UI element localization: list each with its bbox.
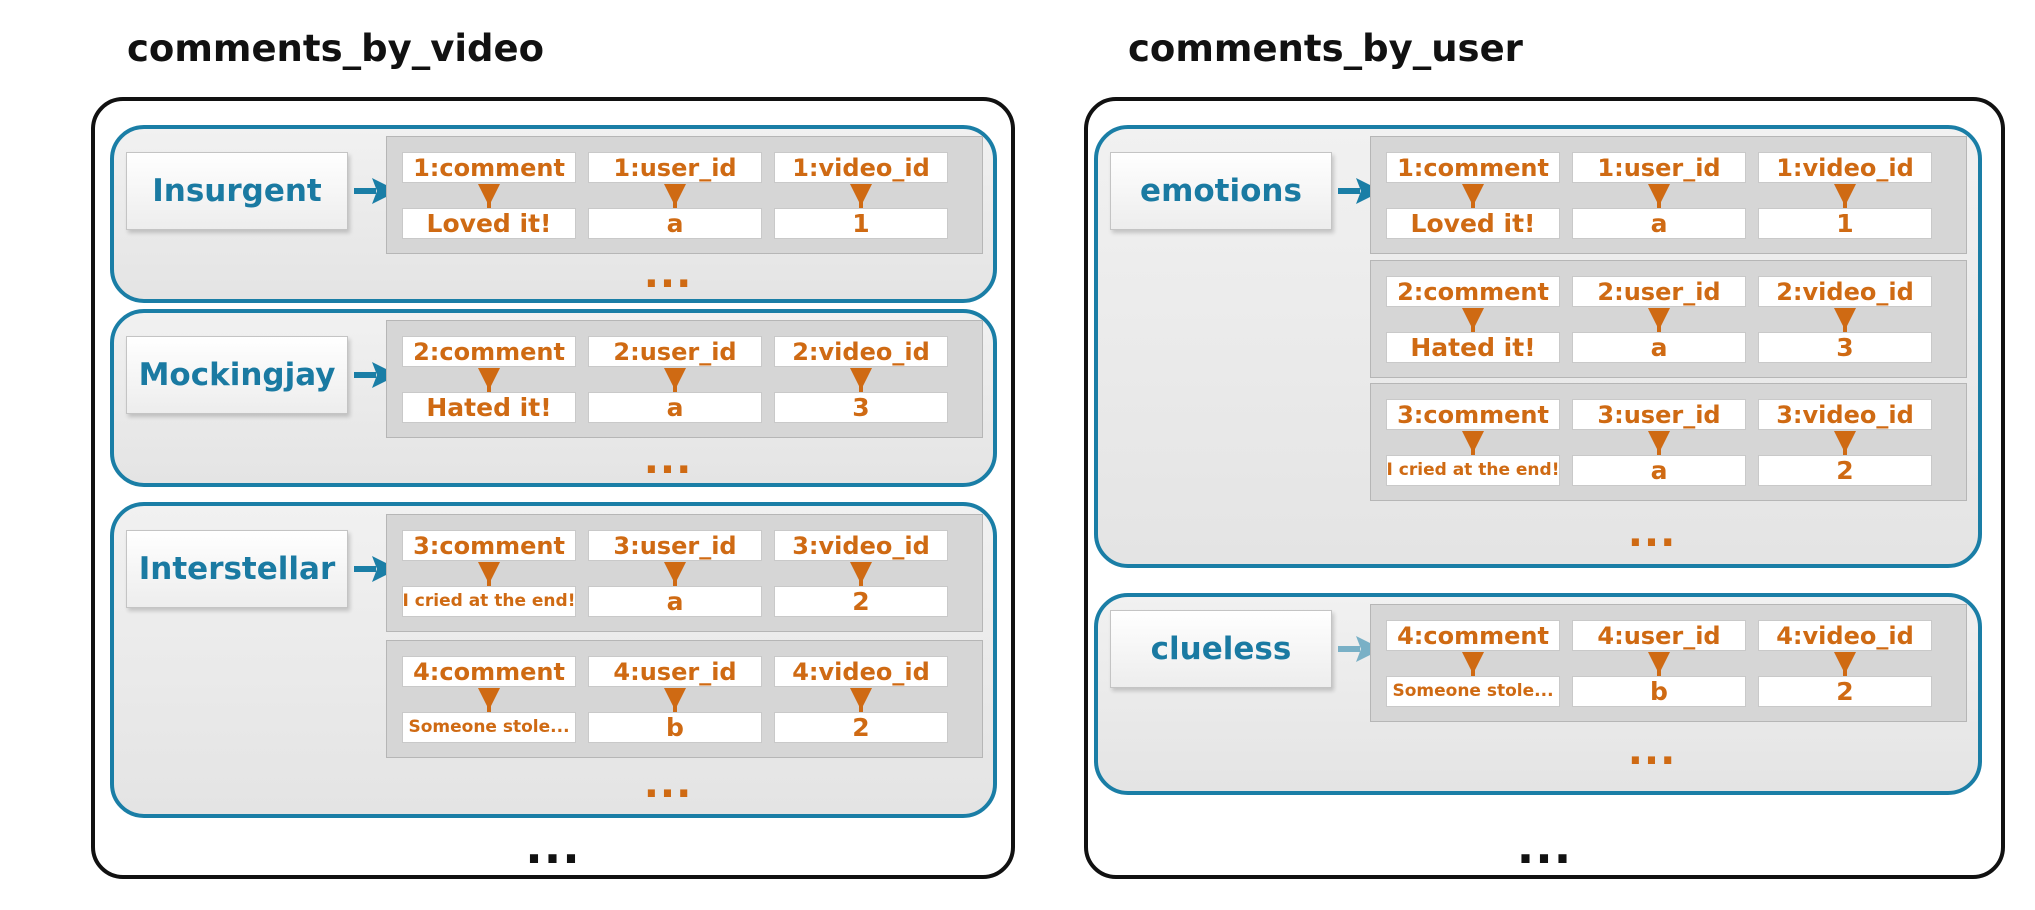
arrow-down-icon: [478, 562, 500, 592]
column-name-cell: 3:video_id: [1758, 399, 1932, 430]
column-value-cell: a: [588, 586, 762, 617]
panel-title: comments_by_video: [127, 27, 545, 70]
arrow-down-icon: [664, 184, 686, 214]
column-value-cell: 3: [1758, 332, 1932, 363]
arrow-down-icon: [1462, 652, 1484, 682]
column-name-cell: 1:user_id: [588, 152, 762, 183]
partition-key: Mockingjay: [126, 336, 348, 414]
column-value-cell: I cried at the end!: [402, 586, 576, 617]
arrow-down-icon: [1834, 308, 1856, 338]
column-name-cell: 3:comment: [1386, 399, 1560, 430]
column-value-cell: 1: [1758, 208, 1932, 239]
arrow-down-icon: [478, 368, 500, 398]
column-value-cell: 2: [774, 712, 948, 743]
column-name-cell: 3:comment: [402, 530, 576, 561]
column-value-cell: a: [588, 208, 762, 239]
column-name-cell: 2:comment: [1386, 276, 1560, 307]
arrow-down-icon: [478, 184, 500, 214]
more-partitions-ellipsis: ...: [1516, 820, 1573, 874]
arrow-right-icon: [354, 176, 398, 210]
more-rows-ellipsis: ...: [643, 251, 693, 297]
more-partitions-ellipsis: ...: [525, 820, 581, 874]
column-value-cell: I cried at the end!: [1386, 455, 1560, 486]
arrow-down-icon: [1462, 184, 1484, 214]
arrow-down-icon: [1834, 431, 1856, 461]
column-value-cell: b: [1572, 676, 1746, 707]
more-rows-ellipsis: ...: [643, 437, 693, 483]
column-value-cell: 3: [774, 392, 948, 423]
column-name-cell: 2:user_id: [588, 336, 762, 367]
column-value-cell: 2: [774, 586, 948, 617]
partition-key: Interstellar: [126, 530, 348, 608]
arrow-down-icon: [1648, 184, 1670, 214]
column-name-cell: 3:video_id: [774, 530, 948, 561]
column-value-cell: Hated it!: [402, 392, 576, 423]
column-name-cell: 2:comment: [402, 336, 576, 367]
partition-key: emotions: [1110, 152, 1332, 230]
column-name-cell: 1:user_id: [1572, 152, 1746, 183]
arrow-down-icon: [1648, 652, 1670, 682]
column-value-cell: a: [588, 392, 762, 423]
arrow-down-icon: [850, 184, 872, 214]
column-value-cell: 2: [1758, 455, 1932, 486]
arrow-down-icon: [1462, 308, 1484, 338]
column-value-cell: b: [588, 712, 762, 743]
column-name-cell: 1:comment: [1386, 152, 1560, 183]
column-name-cell: 1:video_id: [1758, 152, 1932, 183]
column-name-cell: 3:user_id: [1572, 399, 1746, 430]
column-name-cell: 4:video_id: [774, 656, 948, 687]
column-name-cell: 2:user_id: [1572, 276, 1746, 307]
arrow-right-icon: [1338, 176, 1382, 210]
partition-key: clueless: [1110, 610, 1332, 688]
arrow-down-icon: [1834, 184, 1856, 214]
column-name-cell: 2:video_id: [774, 336, 948, 367]
column-value-cell: Someone stole...: [402, 712, 576, 743]
arrow-down-icon: [664, 688, 686, 718]
arrow-down-icon: [1462, 431, 1484, 461]
arrow-right-icon: [354, 554, 398, 588]
column-name-cell: 3:user_id: [588, 530, 762, 561]
arrow-down-icon: [850, 688, 872, 718]
column-name-cell: 4:comment: [402, 656, 576, 687]
panel-title: comments_by_user: [1128, 27, 1523, 70]
column-value-cell: Loved it!: [1386, 208, 1560, 239]
arrow-down-icon: [850, 368, 872, 398]
arrow-down-icon: [1648, 308, 1670, 338]
column-value-cell: a: [1572, 208, 1746, 239]
column-name-cell: 4:user_id: [588, 656, 762, 687]
column-value-cell: Someone stole...: [1386, 676, 1560, 707]
column-name-cell: 4:comment: [1386, 620, 1560, 651]
arrow-down-icon: [664, 368, 686, 398]
column-name-cell: 2:video_id: [1758, 276, 1932, 307]
more-rows-ellipsis: ...: [643, 761, 693, 807]
arrow-down-icon: [478, 688, 500, 718]
arrow-right-icon: [354, 360, 398, 394]
column-name-cell: 4:user_id: [1572, 620, 1746, 651]
column-value-cell: 2: [1758, 676, 1932, 707]
arrow-down-icon: [1834, 652, 1856, 682]
arrow-right-icon: [1338, 634, 1382, 668]
column-value-cell: Loved it!: [402, 208, 576, 239]
column-name-cell: 1:comment: [402, 152, 576, 183]
partition-key: Insurgent: [126, 152, 348, 230]
column-value-cell: 1: [774, 208, 948, 239]
more-rows-ellipsis: ...: [1627, 728, 1677, 774]
arrow-down-icon: [664, 562, 686, 592]
arrow-down-icon: [1648, 431, 1670, 461]
column-value-cell: a: [1572, 332, 1746, 363]
column-value-cell: Hated it!: [1386, 332, 1560, 363]
column-value-cell: a: [1572, 455, 1746, 486]
arrow-down-icon: [850, 562, 872, 592]
column-name-cell: 4:video_id: [1758, 620, 1932, 651]
column-name-cell: 1:video_id: [774, 152, 948, 183]
more-rows-ellipsis: ...: [1627, 510, 1677, 556]
